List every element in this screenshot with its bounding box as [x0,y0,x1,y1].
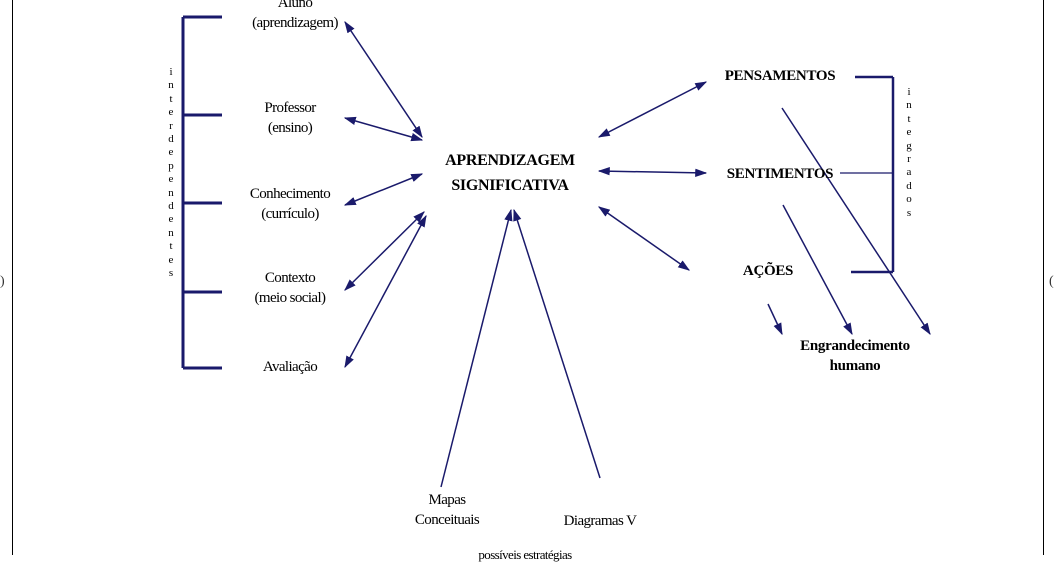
node-contexto-line1: Contexto [264,270,316,286]
arrow-pensamentos-result [781,107,931,336]
edge-mark-right: ( [1049,274,1054,289]
arrow-sentimentos-result [782,204,853,336]
node-aluno: Aluno (aprendizagem) [210,0,380,33]
left-bracket [181,15,222,370]
node-conhecimento: Conhecimento (currículo) [210,184,370,224]
center-node: APRENDIZAGEM SIGNIFICATIVA [410,148,610,198]
arrow-conhecimento [343,173,424,206]
node-contexto: Contexto (meio social) [210,268,370,308]
node-acoes: AÇÕES [742,263,794,279]
arrow-mapas [440,208,513,488]
arrow-acoes [598,206,690,271]
node-pensamentos: PENSAMENTOS [724,68,836,84]
node-aluno-line2: (aprendizagem) [252,15,338,31]
arrow-diagramas [513,208,601,479]
node-mapas-line1: Mapas [428,492,467,508]
node-mapas-line2: Conceituais [414,512,480,528]
bottom-cut-text: possíveis estratégias [478,547,572,562]
node-contexto-line2: (meio social) [254,290,327,306]
node-aluno-line1: Aluno [277,0,313,11]
node-professor: Professor (ensino) [210,98,370,138]
node-professor-line2: (ensino) [267,120,313,136]
arrow-avaliacao [344,214,427,369]
node-result-line2: humano [829,358,881,374]
node-mapas-conceituais: Mapas Conceituais [392,490,502,530]
center-node-line2: SIGNIFICATIVA [451,177,569,194]
node-conhecimento-line1: Conhecimento [249,186,331,202]
arrow-sentimentos [597,167,708,177]
edge-mark-left: ) [0,274,5,289]
node-result-line1: Engrandecimento [800,338,910,354]
right-bracket [851,75,895,274]
frame-left-border [12,0,13,555]
arrow-professor [343,116,424,142]
node-diagramas-v: Diagramas V [563,513,637,529]
node-professor-line1: Professor [264,100,316,116]
center-node-line1: APRENDIZAGEM [445,152,575,169]
node-engrandecimento-humano: Engrandecimento humano [765,336,945,376]
frame-right-border [1043,0,1044,555]
node-avaliacao-line1: Avaliação [262,359,318,375]
node-conhecimento-line2: (currículo) [261,206,319,222]
node-avaliacao: Avaliação [210,357,370,377]
arrow-acoes-result [767,303,783,336]
arrow-pensamentos [597,81,708,138]
node-sentimentos: SENTIMENTOS [726,166,834,182]
